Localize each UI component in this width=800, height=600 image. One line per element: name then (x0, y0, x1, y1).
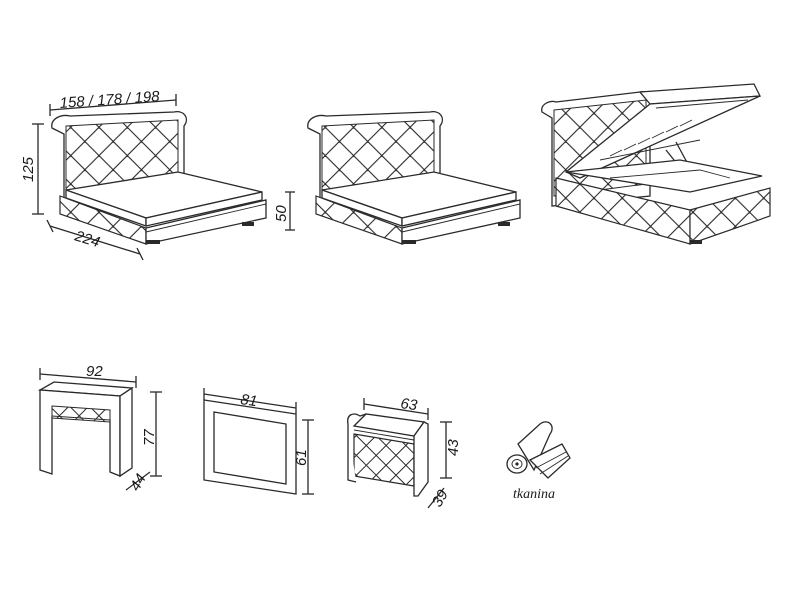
bed-frame-height-label: 50 (273, 205, 290, 222)
mirror-width-label: 81 (239, 391, 258, 410)
nightstand-height-label: 43 (445, 439, 462, 456)
fabric-caption: tkanina (513, 487, 555, 502)
fabric-roll-icon (506, 421, 571, 479)
mirror-dimension-lines (203, 388, 314, 495)
nightstand-depth-label: 39 (429, 486, 452, 510)
mirror-height-label: 61 (293, 449, 310, 466)
dresser-width-label: 92 (86, 363, 103, 380)
bed-dimension-lines (32, 94, 295, 261)
bed-storage-open (541, 83, 771, 245)
bed-width-label: 158 / 178 / 198 (59, 88, 161, 112)
nightstand-width-label: 63 (399, 395, 419, 414)
nightstand-dimension-lines (363, 398, 452, 509)
bed-height-label: 125 (20, 156, 37, 182)
dresser-depth-label: 44 (127, 471, 150, 494)
bed-length-label: 224 (72, 227, 102, 251)
dresser-height-label: 77 (141, 429, 158, 446)
bed-closed (307, 111, 521, 245)
dresser (37, 381, 134, 478)
bed-dimensioned (51, 111, 267, 245)
mirror (203, 399, 297, 495)
dresser-dimension-lines (39, 368, 162, 491)
nightstand (347, 413, 429, 497)
